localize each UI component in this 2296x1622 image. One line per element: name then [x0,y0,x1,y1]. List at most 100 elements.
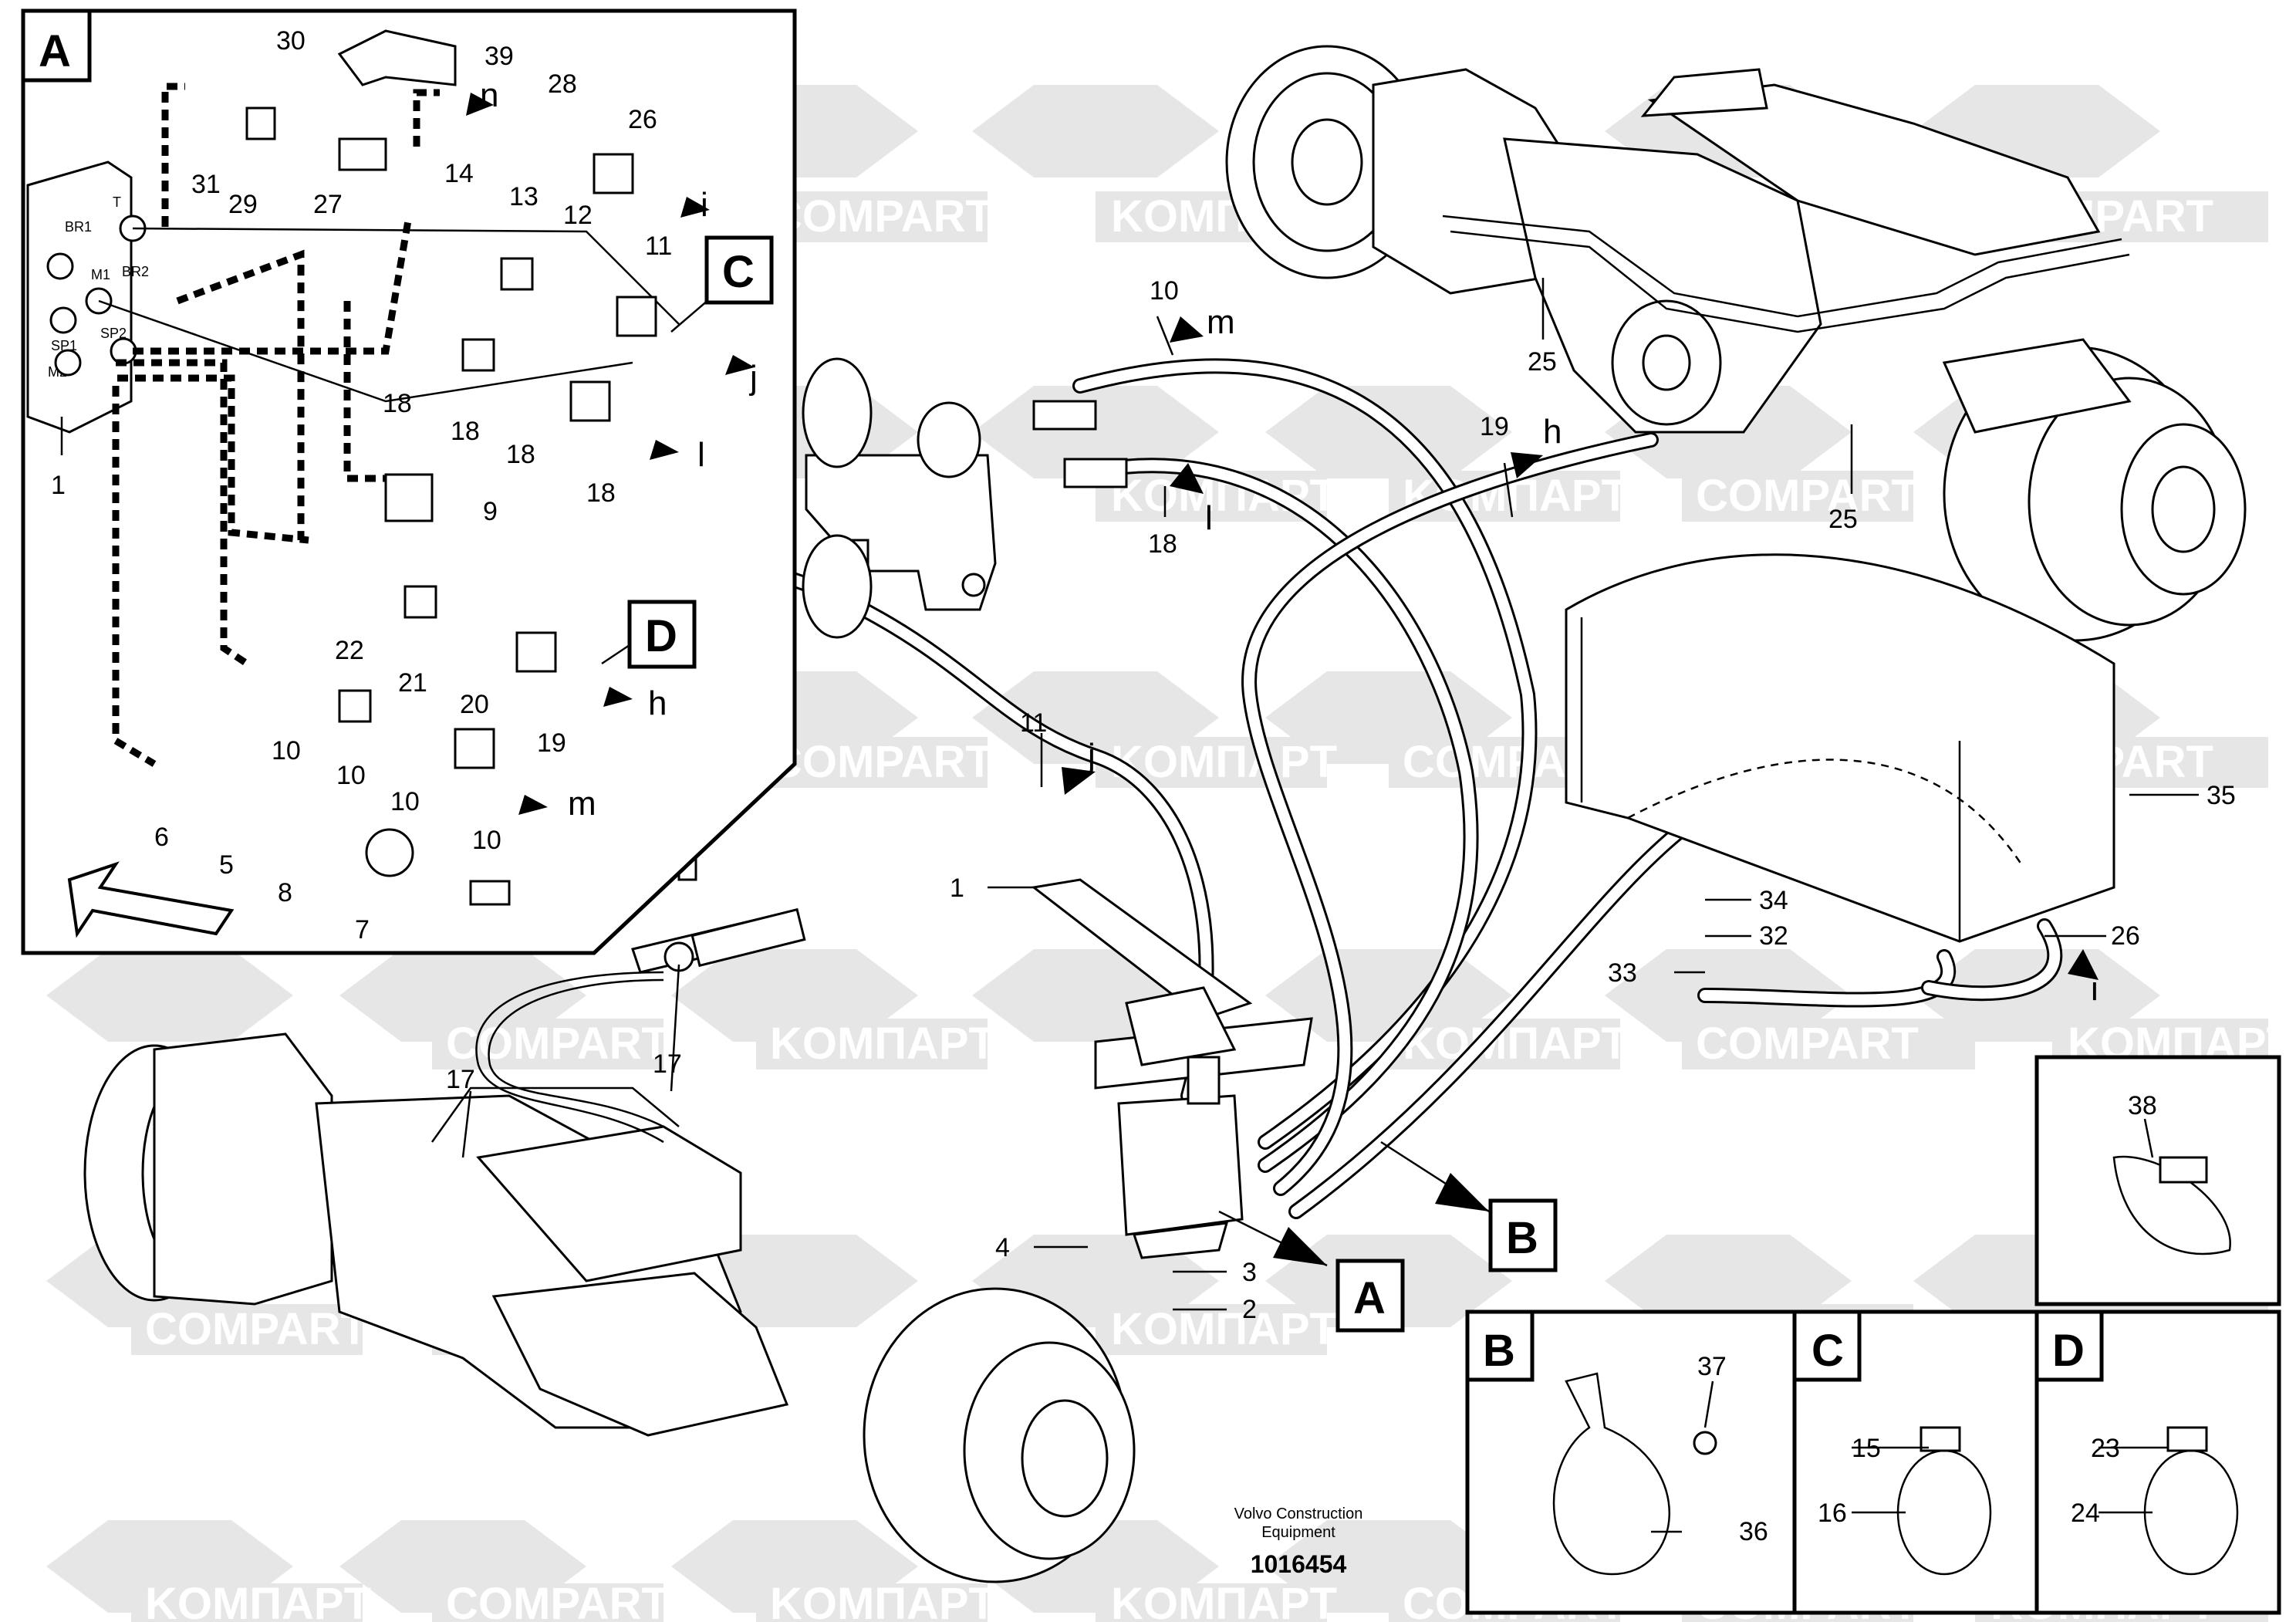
credit-block: Volvo Construction Equipment 1016454 [1234,1505,1363,1578]
leader-lines [60,278,2199,1533]
detail-view-a-box: A BR1 T M1 BR2 SP1 SP2 M2 [21,8,797,955]
hose-letter-j: j [1086,737,1096,775]
callout-10: 10 [1150,276,1179,306]
callout-37: 37 [1697,1352,1727,1381]
callout-1: 1 [950,874,964,903]
callout-11: 11 [645,231,672,261]
callout-17: 17 [653,1049,682,1079]
callout-33: 33 [1608,958,1637,988]
callout-39: 39 [485,42,514,71]
callout-35: 35 [2207,781,2236,810]
detail-view-d-label: D [2052,1326,2085,1376]
hose-letter-labels: m l h j i n i j l h m [480,76,2098,1008]
watermark-label: KOMПAPT [1403,1019,1629,1069]
callout-10: 10 [272,736,301,765]
port-label-sp2: SP2 [100,326,127,341]
callout-16: 16 [1818,1499,1847,1528]
callout-31: 31 [191,170,221,199]
watermark-label: COMPART [1696,1019,1919,1069]
callout-36: 36 [1739,1517,1768,1546]
hose-letter-i: i [701,186,708,224]
port-label-br1: BR1 [65,219,92,235]
callout-7: 7 [355,915,370,944]
hose-letter-m: m [1207,303,1235,341]
document-number: 1016454 [1251,1550,1347,1578]
hose-letter-i: i [2091,970,2098,1008]
callout-15: 15 [1852,1434,1881,1463]
callout-23: 23 [2091,1434,2120,1463]
callout-12: 12 [563,201,593,230]
detail-view-b-box: B [1465,1309,1797,1615]
watermark-label: COMPART [1696,471,1919,521]
credit-line-2: Equipment [1261,1524,1335,1541]
callout-5: 5 [219,850,234,880]
hose-letter-l: l [1205,499,1213,537]
callout-25: 25 [1828,505,1858,534]
port-label-m1: M1 [91,267,110,282]
callout-24: 24 [2071,1499,2100,1528]
hose-letter-j: j [748,359,758,397]
hose-letter-h: h [648,684,667,722]
detail-view-c-label: C [1811,1326,1844,1376]
callout-19: 19 [1480,412,1509,441]
hose-letter-l: l [697,436,705,474]
front-brake-cylinder [631,855,806,974]
watermark-label: COMPART [770,737,993,787]
watermark-label: KOMПAPT [770,1579,996,1622]
watermark-label: KOMПAPT [145,1579,371,1622]
watermark-label: COMPART [446,1579,669,1622]
hose-end-arrows [466,93,2098,980]
callout-26: 26 [628,105,657,134]
svg-text:A: A [1353,1273,1386,1323]
callout-11: 11 [1020,708,1047,738]
watermark-label: COMPART [770,191,993,242]
accumulator-block [802,357,1128,639]
hose-letter-h: h [1543,413,1562,451]
callout-10: 10 [472,826,501,855]
rear-axle-illustration [1225,45,2247,642]
callout-14: 14 [444,159,474,188]
pointer-badge-a: A [1218,1210,1405,1333]
hydraulic-tank [1565,553,2115,943]
callout-3: 3 [1242,1258,1257,1287]
callout-13: 13 [509,182,539,211]
port-label-br2: BR2 [122,264,149,279]
detail-view-b-label: B [1483,1326,1515,1376]
callout-25: 25 [1528,347,1557,377]
callout-8: 8 [278,878,292,907]
callout-4: 4 [995,1233,1010,1262]
callout-28: 28 [548,69,577,99]
front-axle-illustration [83,1032,1136,1583]
port-label-t: T [113,194,121,210]
callout-labels: 1 1 2 3 4 5 6 7 8 9 10 10 10 10 10 11 11… [51,26,2236,1546]
callout-17: 17 [446,1065,475,1094]
pointer-badge-d: D [601,600,697,669]
callout-18: 18 [586,478,616,508]
watermark-label: COMPART [145,1304,368,1354]
callout-38: 38 [2128,1091,2157,1120]
svg-text:C: C [722,247,755,297]
callout-6: 6 [154,823,169,852]
callout-19: 19 [537,728,566,758]
svg-text:B: B [1506,1213,1538,1263]
svg-text:D: D [645,611,677,661]
credit-line-1: Volvo Construction [1234,1505,1363,1522]
callout-18: 18 [451,417,480,446]
callout-10: 10 [336,761,366,790]
callout-21: 21 [398,668,427,698]
hose-letter-n: n [480,76,498,114]
detail-view-a-label: A [39,26,71,76]
callout-18: 18 [506,440,535,469]
callout-34: 34 [1759,886,1788,915]
watermark-label: COMPART [446,1019,669,1069]
detail-view-38-box [2034,1055,2281,1306]
callout-32: 32 [1759,921,1788,951]
callout-18: 18 [1148,529,1177,559]
pointer-badge-c: C [670,235,774,333]
callout-18: 18 [383,389,412,418]
callout-2: 2 [1242,1295,1257,1324]
callout-20: 20 [460,690,489,719]
brake-valve-assembly [1031,878,1313,1259]
callout-26: 26 [2111,921,2140,951]
